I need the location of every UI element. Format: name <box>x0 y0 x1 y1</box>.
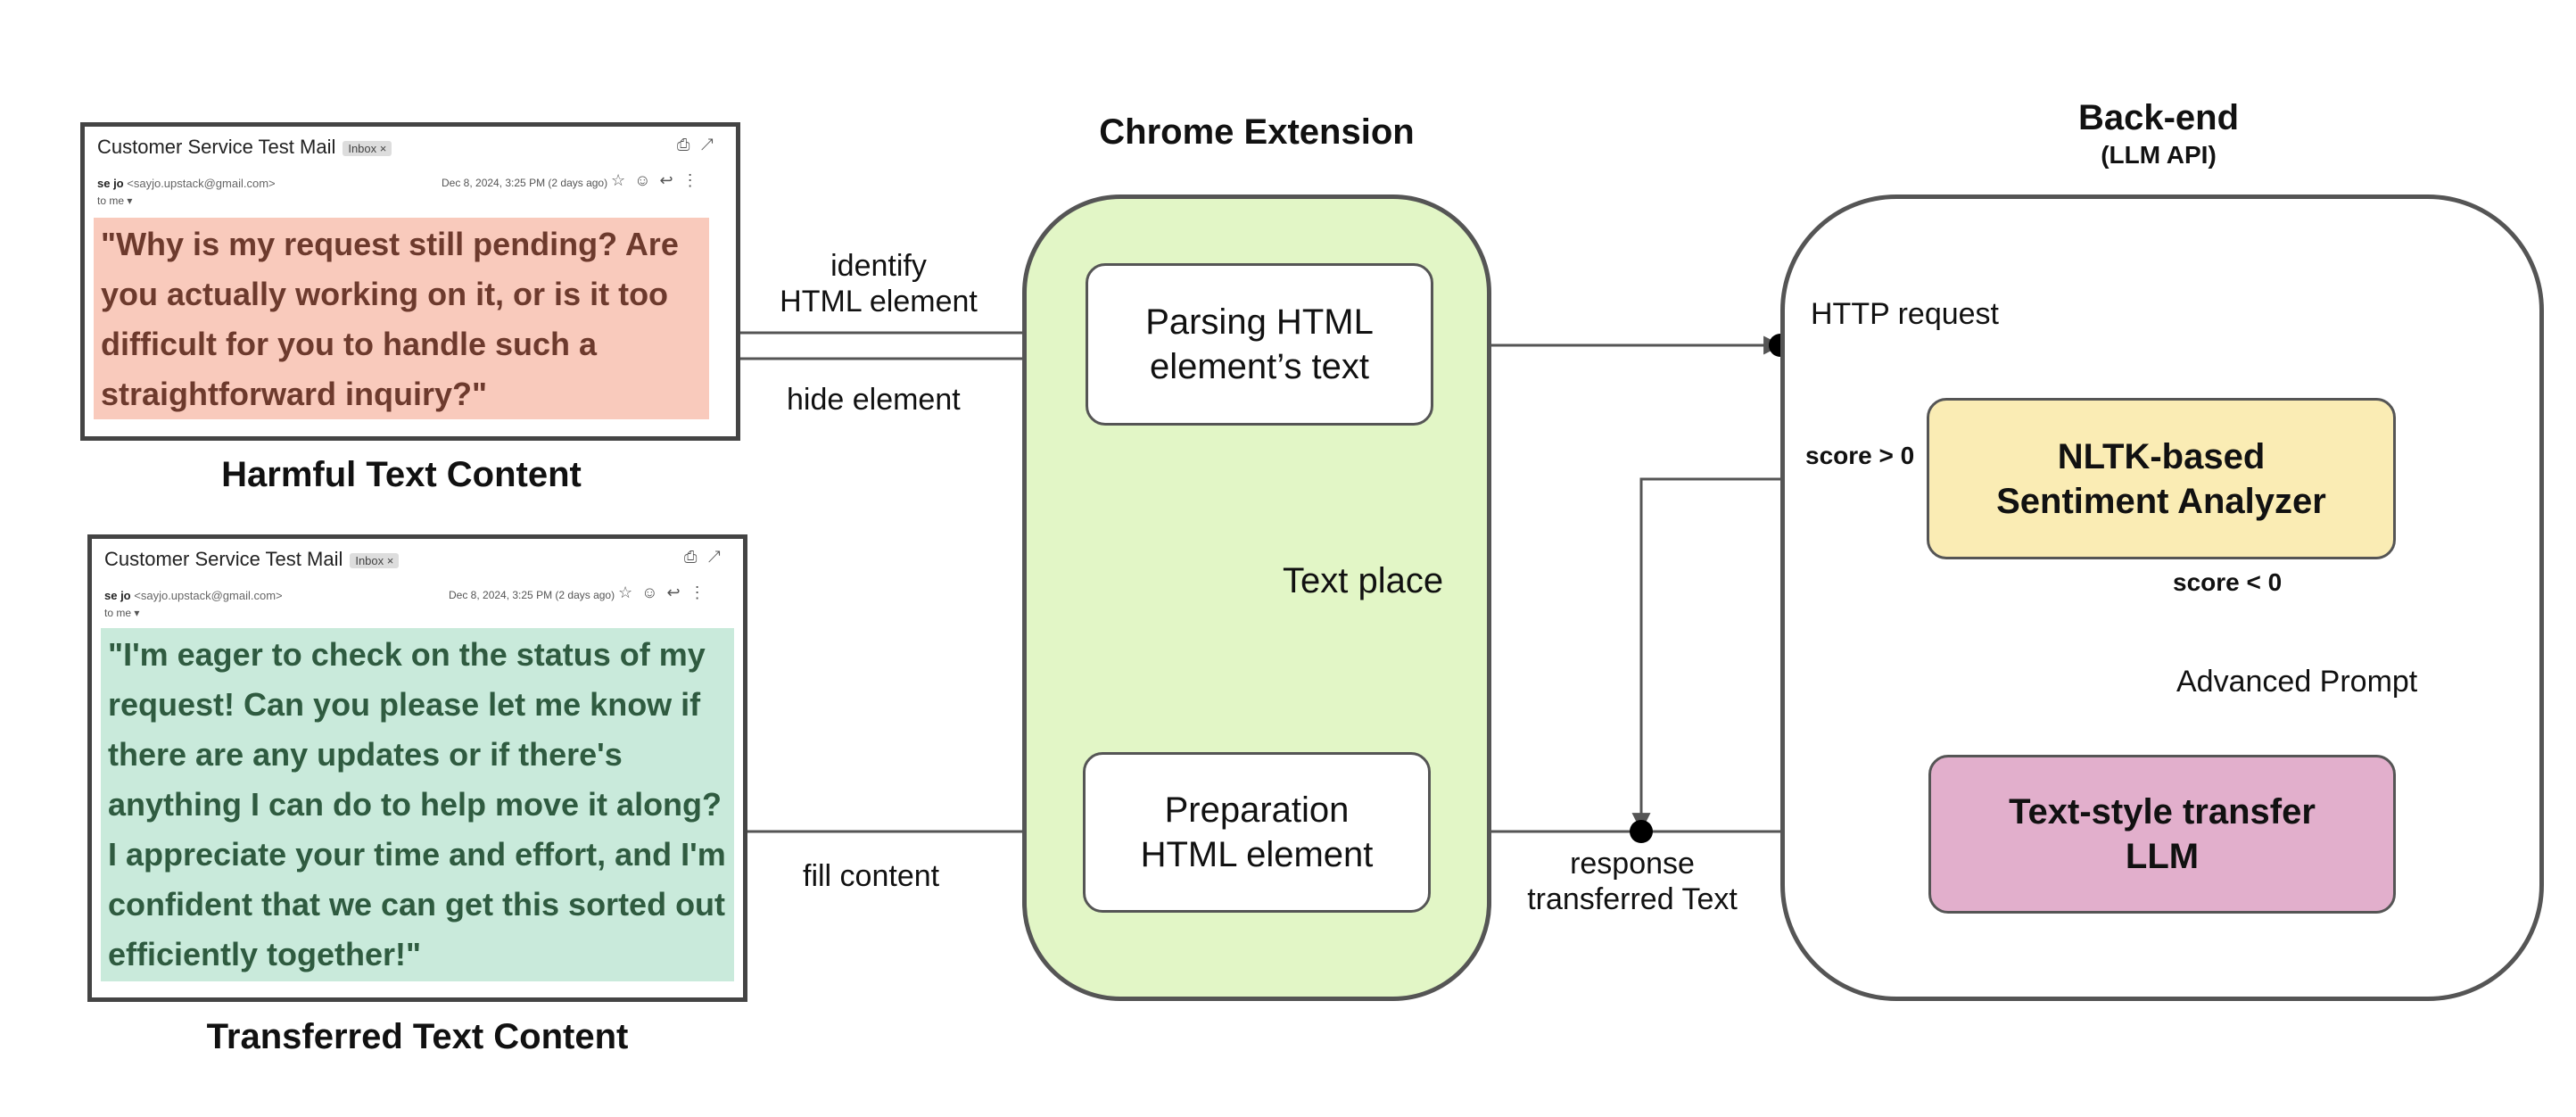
nltk-line-1: NLTK-based <box>2057 436 2266 476</box>
emoji-icon[interactable]: ☺ <box>641 583 667 601</box>
star-icon[interactable]: ☆ <box>611 171 635 189</box>
label-response-line-2: transferred Text <box>1527 882 1738 917</box>
preparation-line-2: HTML element <box>1140 835 1374 874</box>
email-body: "Why is my request still pending? Are yo… <box>94 218 709 419</box>
star-icon[interactable]: ☆ <box>618 583 642 601</box>
transferred-caption: Transferred Text Content <box>206 1017 629 1056</box>
label-identify: identify HTML element <box>767 248 990 319</box>
parsing-line-2: element’s text <box>1149 347 1370 386</box>
transferred-email-card: Customer Service Test Mail Inbox × ⎙↗ se … <box>87 534 747 1002</box>
harmful-email-card: Customer Service Test Mail Inbox × ⎙↗ se … <box>80 122 740 441</box>
llm-node: Text-style transfer LLM <box>1928 755 2396 914</box>
sender-address: <sayjo.upstack@gmail.com> <box>127 177 276 190</box>
label-fill: fill content <box>803 859 940 893</box>
more-vert-icon[interactable]: ⋮ <box>689 583 714 601</box>
nltk-line-2: Sentiment Analyzer <box>1996 481 2326 521</box>
inbox-label[interactable]: Inbox × <box>343 140 392 156</box>
llm-line-2: LLM <box>2125 837 2200 876</box>
label-identify-line-2: HTML element <box>780 285 978 319</box>
label-response: response transferred Text <box>1507 846 1757 917</box>
preparation-node: Preparation HTML element <box>1083 752 1431 913</box>
open-in-new-icon[interactable]: ↗ <box>707 548 731 566</box>
email-subject: Customer Service Test Mail Inbox × <box>104 548 400 571</box>
reply-icon[interactable]: ↩ <box>666 583 689 601</box>
label-hide: hide element <box>787 383 961 417</box>
more-vert-icon[interactable]: ⋮ <box>681 171 707 189</box>
email-top-actions: ⎙↗ <box>684 548 731 567</box>
email-date: Dec 8, 2024, 3:25 PM (2 days ago) <box>442 177 608 189</box>
email-top-actions: ⎙↗ <box>677 136 724 154</box>
label-score-pos: score > 0 <box>1805 442 1915 469</box>
backend-title: Back-end <box>2077 98 2240 137</box>
label-advanced: Advanced Prompt <box>2176 665 2418 699</box>
sender-address: <sayjo.upstack@gmail.com> <box>134 589 283 602</box>
label-text-place: Text place <box>1283 561 1444 600</box>
email-date: Dec 8, 2024, 3:25 PM (2 days ago) <box>449 589 615 601</box>
label-score-neg: score < 0 <box>2173 568 2283 596</box>
reply-icon[interactable]: ↩ <box>659 171 682 189</box>
parsing-line-1: Parsing HTML <box>1145 302 1374 342</box>
email-row-actions: ☆☺↩⋮ <box>618 583 714 602</box>
preparation-line-1: Preparation <box>1164 790 1350 830</box>
email-subject: Customer Service Test Mail Inbox × <box>97 136 392 159</box>
extension-title: Chrome Extension <box>1099 112 1415 152</box>
backend-subtitle: (LLM API) <box>2101 141 2217 169</box>
email-body: "I'm eager to check on the status of my … <box>101 628 734 981</box>
junction-response <box>1630 820 1653 843</box>
sender-name: se jo <box>104 589 131 602</box>
nltk-node: NLTK-based Sentiment Analyzer <box>1927 398 2396 559</box>
inbox-label[interactable]: Inbox × <box>350 552 400 568</box>
email-sender: se jo <sayjo.upstack@gmail.com> <box>104 589 283 602</box>
label-identify-line-1: identify <box>830 249 927 283</box>
email-sender: se jo <sayjo.upstack@gmail.com> <box>97 177 276 190</box>
label-response-line-1: response <box>1570 847 1695 881</box>
email-subject-text: Customer Service Test Mail <box>97 136 336 158</box>
harmful-caption: Harmful Text Content <box>221 455 582 494</box>
parsing-node: Parsing HTML element’s text <box>1086 263 1433 426</box>
email-recipient[interactable]: to me ▾ <box>97 194 133 207</box>
email-row-actions: ☆☺↩⋮ <box>611 171 707 190</box>
email-recipient[interactable]: to me ▾ <box>104 607 140 619</box>
sender-name: se jo <box>97 177 124 190</box>
print-icon[interactable]: ⎙ <box>677 136 701 153</box>
llm-line-1: Text-style transfer <box>2009 792 2316 832</box>
emoji-icon[interactable]: ☺ <box>634 171 660 189</box>
print-icon[interactable]: ⎙ <box>684 548 708 566</box>
email-subject-text: Customer Service Test Mail <box>104 548 343 570</box>
label-http: HTTP request <box>1811 297 2000 331</box>
open-in-new-icon[interactable]: ↗ <box>700 136 724 153</box>
